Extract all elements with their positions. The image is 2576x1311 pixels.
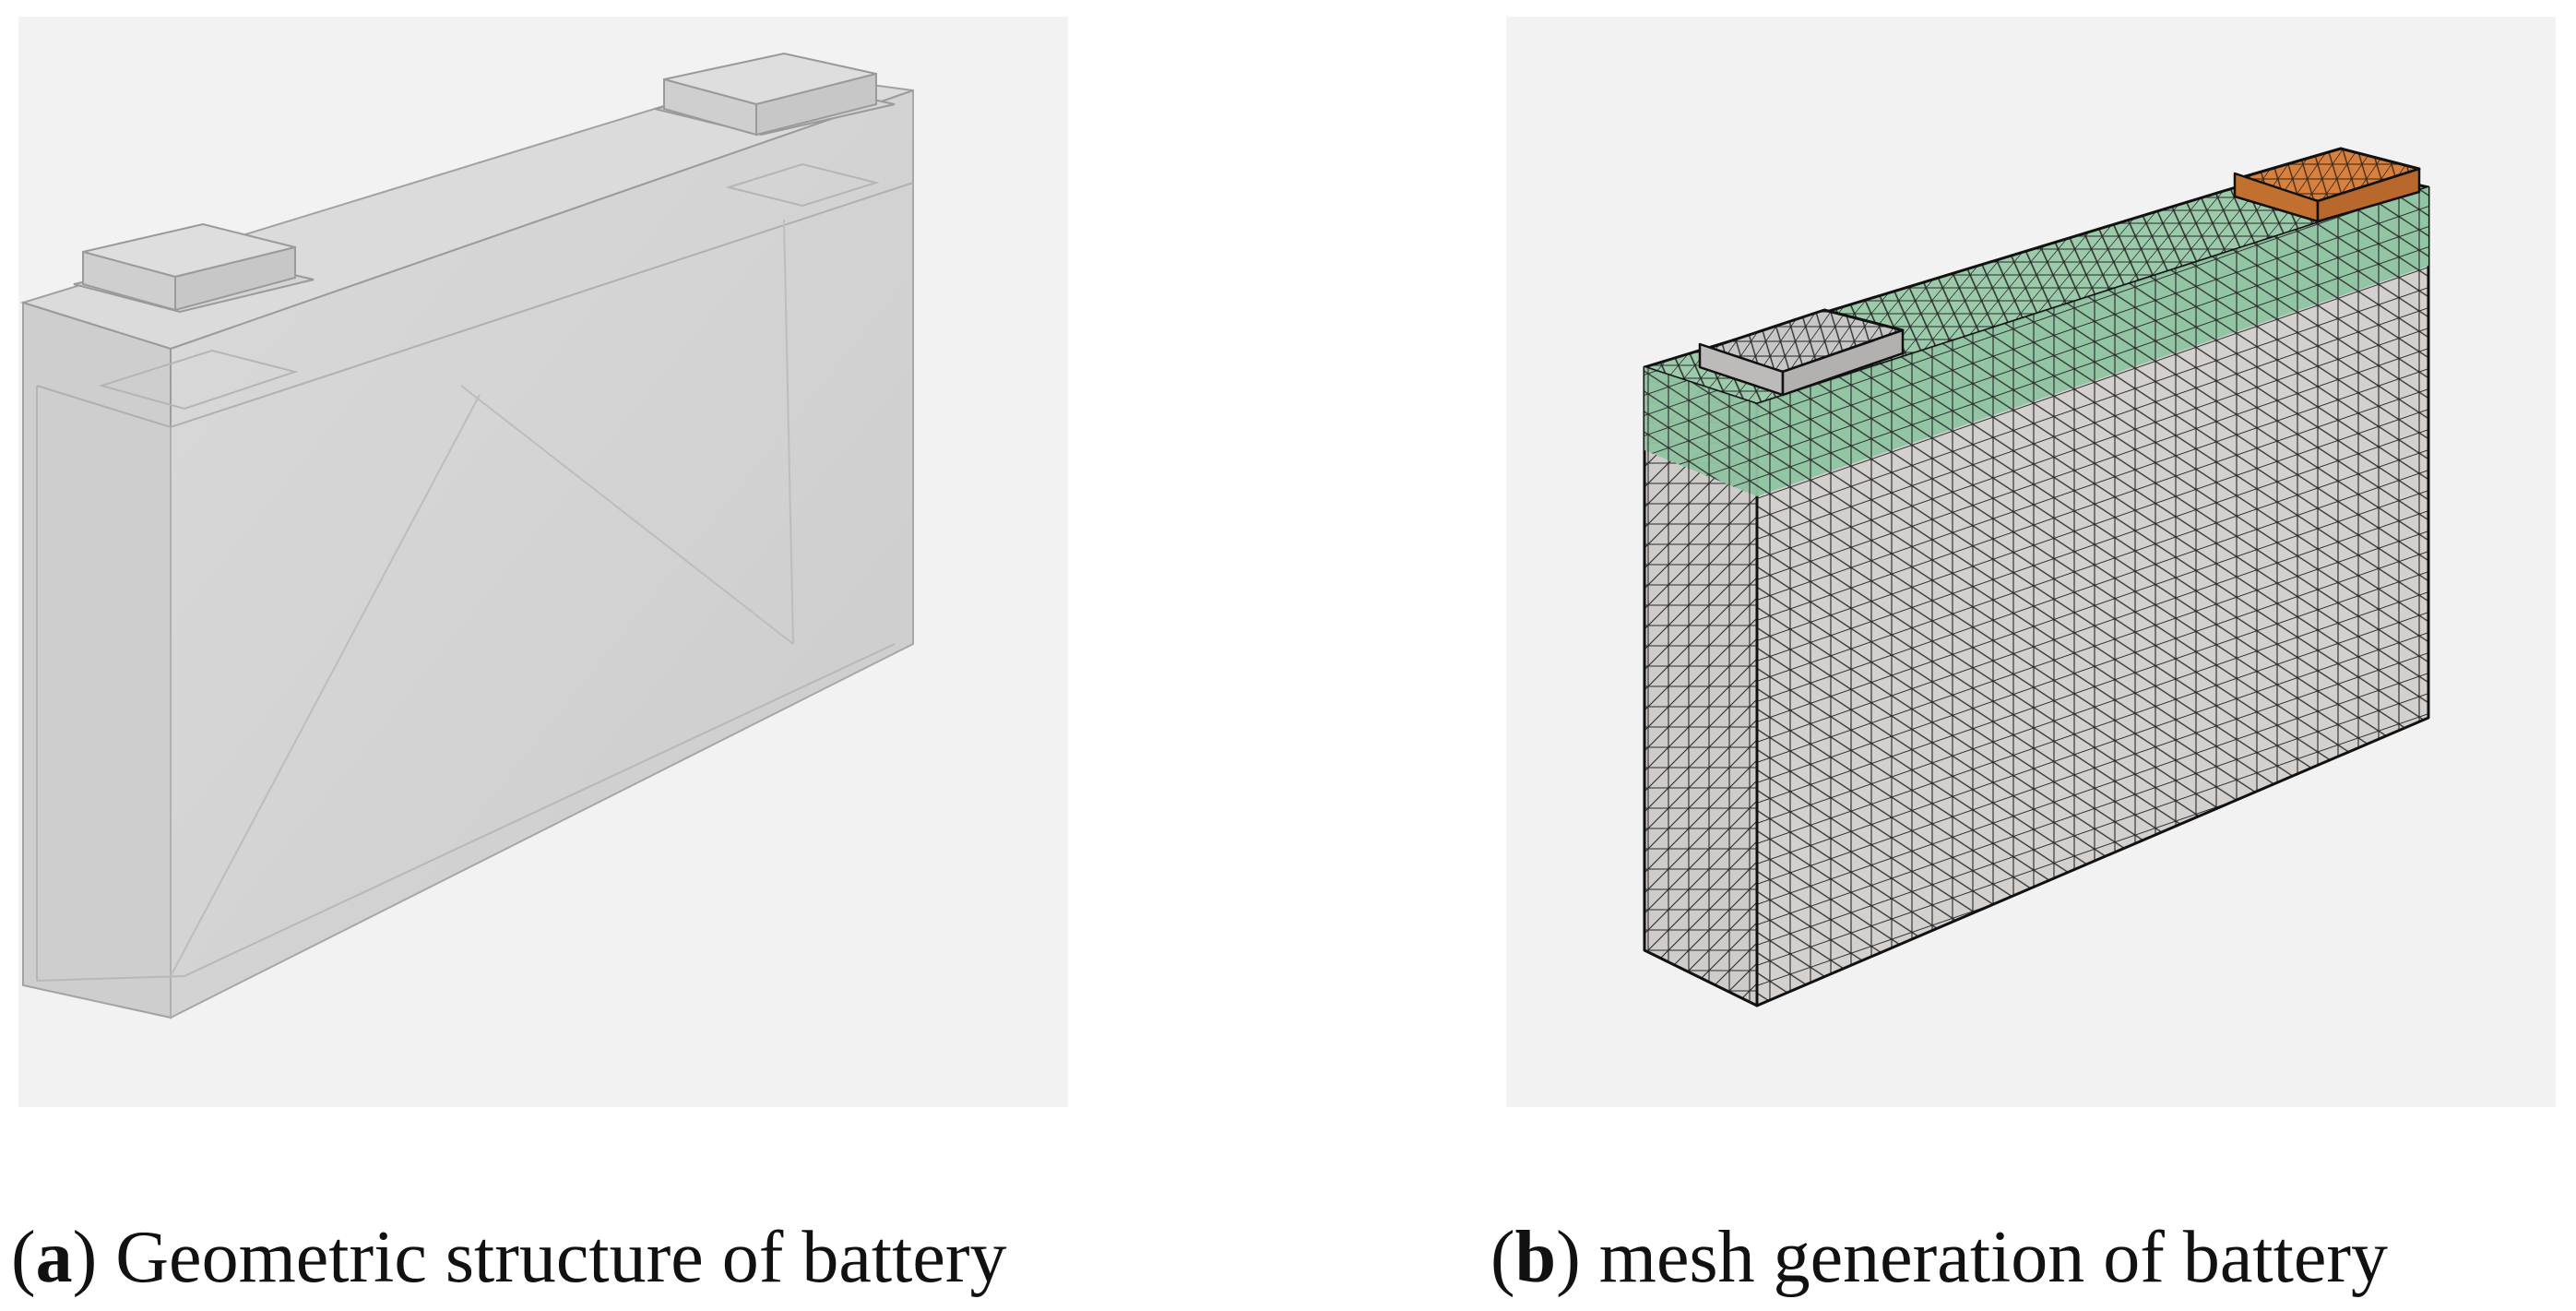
- battery-mesh-render: [1643, 147, 2430, 1007]
- caption-text-b: mesh generation of battery: [1598, 1217, 2389, 1298]
- caption-b: (b) mesh generation of battery: [1490, 1217, 2389, 1298]
- battery-geometry-render: [19, 52, 914, 1019]
- panel-letter-a: a: [35, 1217, 73, 1298]
- caption-text-a: Geometric structure of battery: [115, 1217, 1007, 1298]
- caption-a: (a) Geometric structure of battery: [11, 1217, 1007, 1298]
- panel-b-mesh-generation: [1506, 17, 2556, 1107]
- panel-letter-b: b: [1514, 1217, 1557, 1298]
- mesh-top-band: [1757, 187, 2428, 496]
- panel-a-geometric-structure: [18, 17, 1068, 1107]
- shell-front-face: [22, 301, 172, 1019]
